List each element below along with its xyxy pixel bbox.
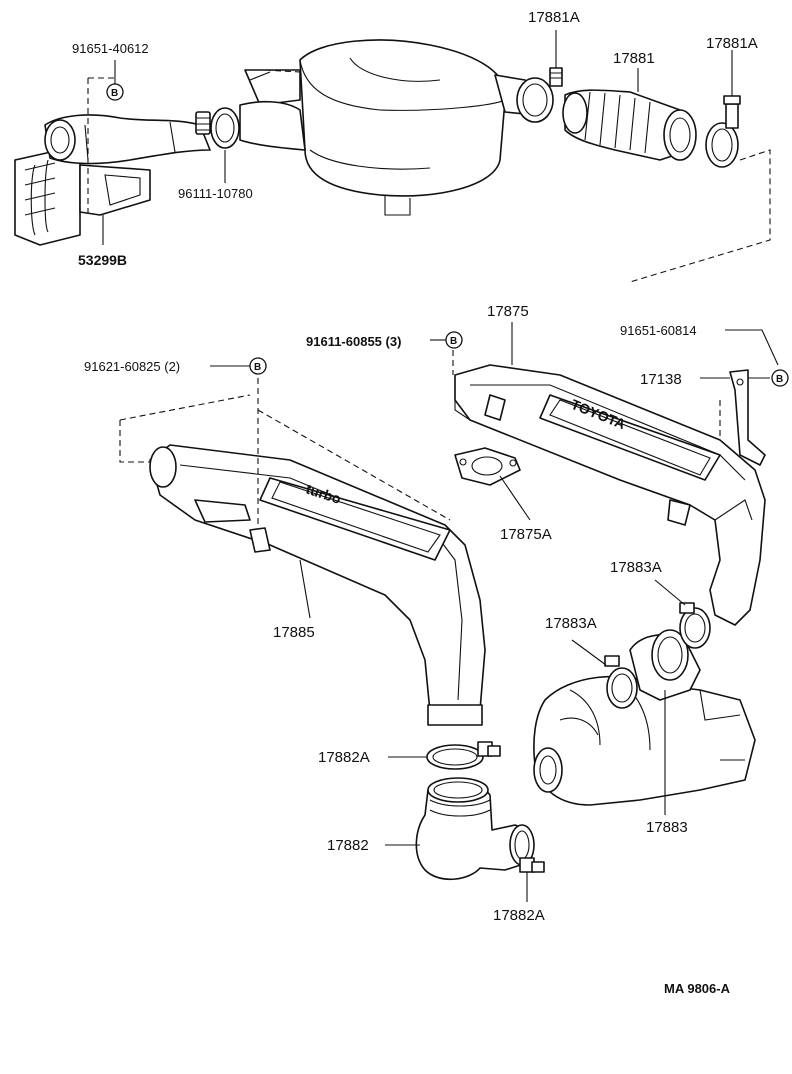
b-marker-91611: B <box>430 331 463 349</box>
dash-left-diag <box>257 409 451 521</box>
clamp-17882A-lower <box>519 857 545 902</box>
lead-17875A <box>499 475 531 521</box>
intake-hose-left <box>44 114 211 165</box>
dash-right-return <box>629 149 771 283</box>
label-91621-60825: 91621-60825 (2) <box>84 359 180 374</box>
label-17881A-top: 17881A <box>528 9 580 26</box>
clamp-17881A-top <box>516 30 563 123</box>
b-marker-top-left: B <box>106 60 124 101</box>
clamp-17881A-right <box>705 50 741 168</box>
label-91651-60814: 91651-60814 <box>620 323 697 338</box>
lead-17885 <box>299 559 311 619</box>
resonator-53299B <box>14 149 151 246</box>
dash-inlet <box>264 69 301 73</box>
label-17882A-lower: 17882A <box>493 907 545 924</box>
turbocharger-housing <box>533 675 756 806</box>
b-marker-91621: B <box>249 357 267 375</box>
air-cleaner-inlet-duct <box>239 69 306 151</box>
intercooler-17875 <box>454 364 766 626</box>
label-53299B: 53299B <box>78 252 127 268</box>
label-17875: 17875 <box>487 303 529 320</box>
label-17881: 17881 <box>613 50 655 67</box>
dash-left-box <box>119 420 150 463</box>
label-17138: 17138 <box>640 371 682 388</box>
svg-text:B: B <box>111 88 118 99</box>
clamp-96111-10780 <box>195 107 240 149</box>
label-17875A: 17875A <box>500 526 552 543</box>
drawing-code: MA 9806-A <box>664 981 731 996</box>
label-17883: 17883 <box>646 819 688 836</box>
gasket-17875A <box>454 447 521 486</box>
label-91611-60855: 91611-60855 (3) <box>306 334 401 349</box>
hose-17883 <box>629 629 701 815</box>
svg-text:B: B <box>450 336 457 347</box>
label-17881A-right: 17881A <box>706 35 758 52</box>
label-17883A-lower: 17883A <box>545 615 597 632</box>
clamp-17882A-upper <box>388 741 501 770</box>
air-pipe-17885 <box>149 444 486 726</box>
dash-left-top <box>119 394 251 421</box>
label-91651-40612: 91651-40612 <box>72 41 149 56</box>
label-96111-10780: 96111-10780 <box>178 186 253 201</box>
label-17882A-upper: 17882A <box>318 749 370 766</box>
bracket-17138 <box>700 369 770 466</box>
clamp-17883A-upper <box>654 579 711 649</box>
label-17882: 17882 <box>327 837 369 854</box>
clamp-17883A-lower <box>571 639 638 709</box>
svg-text:B: B <box>254 362 261 373</box>
svg-text:B: B <box>776 374 783 385</box>
air-cleaner-box <box>299 39 541 216</box>
elbow-hose-17882 <box>385 777 535 881</box>
label-17885: 17885 <box>273 624 315 641</box>
air-hose-17881 <box>562 89 697 161</box>
lead-91651-60814 <box>725 329 779 366</box>
b-marker-91651-60814: B <box>771 369 789 387</box>
label-17883A-upper: 17883A <box>610 559 662 576</box>
